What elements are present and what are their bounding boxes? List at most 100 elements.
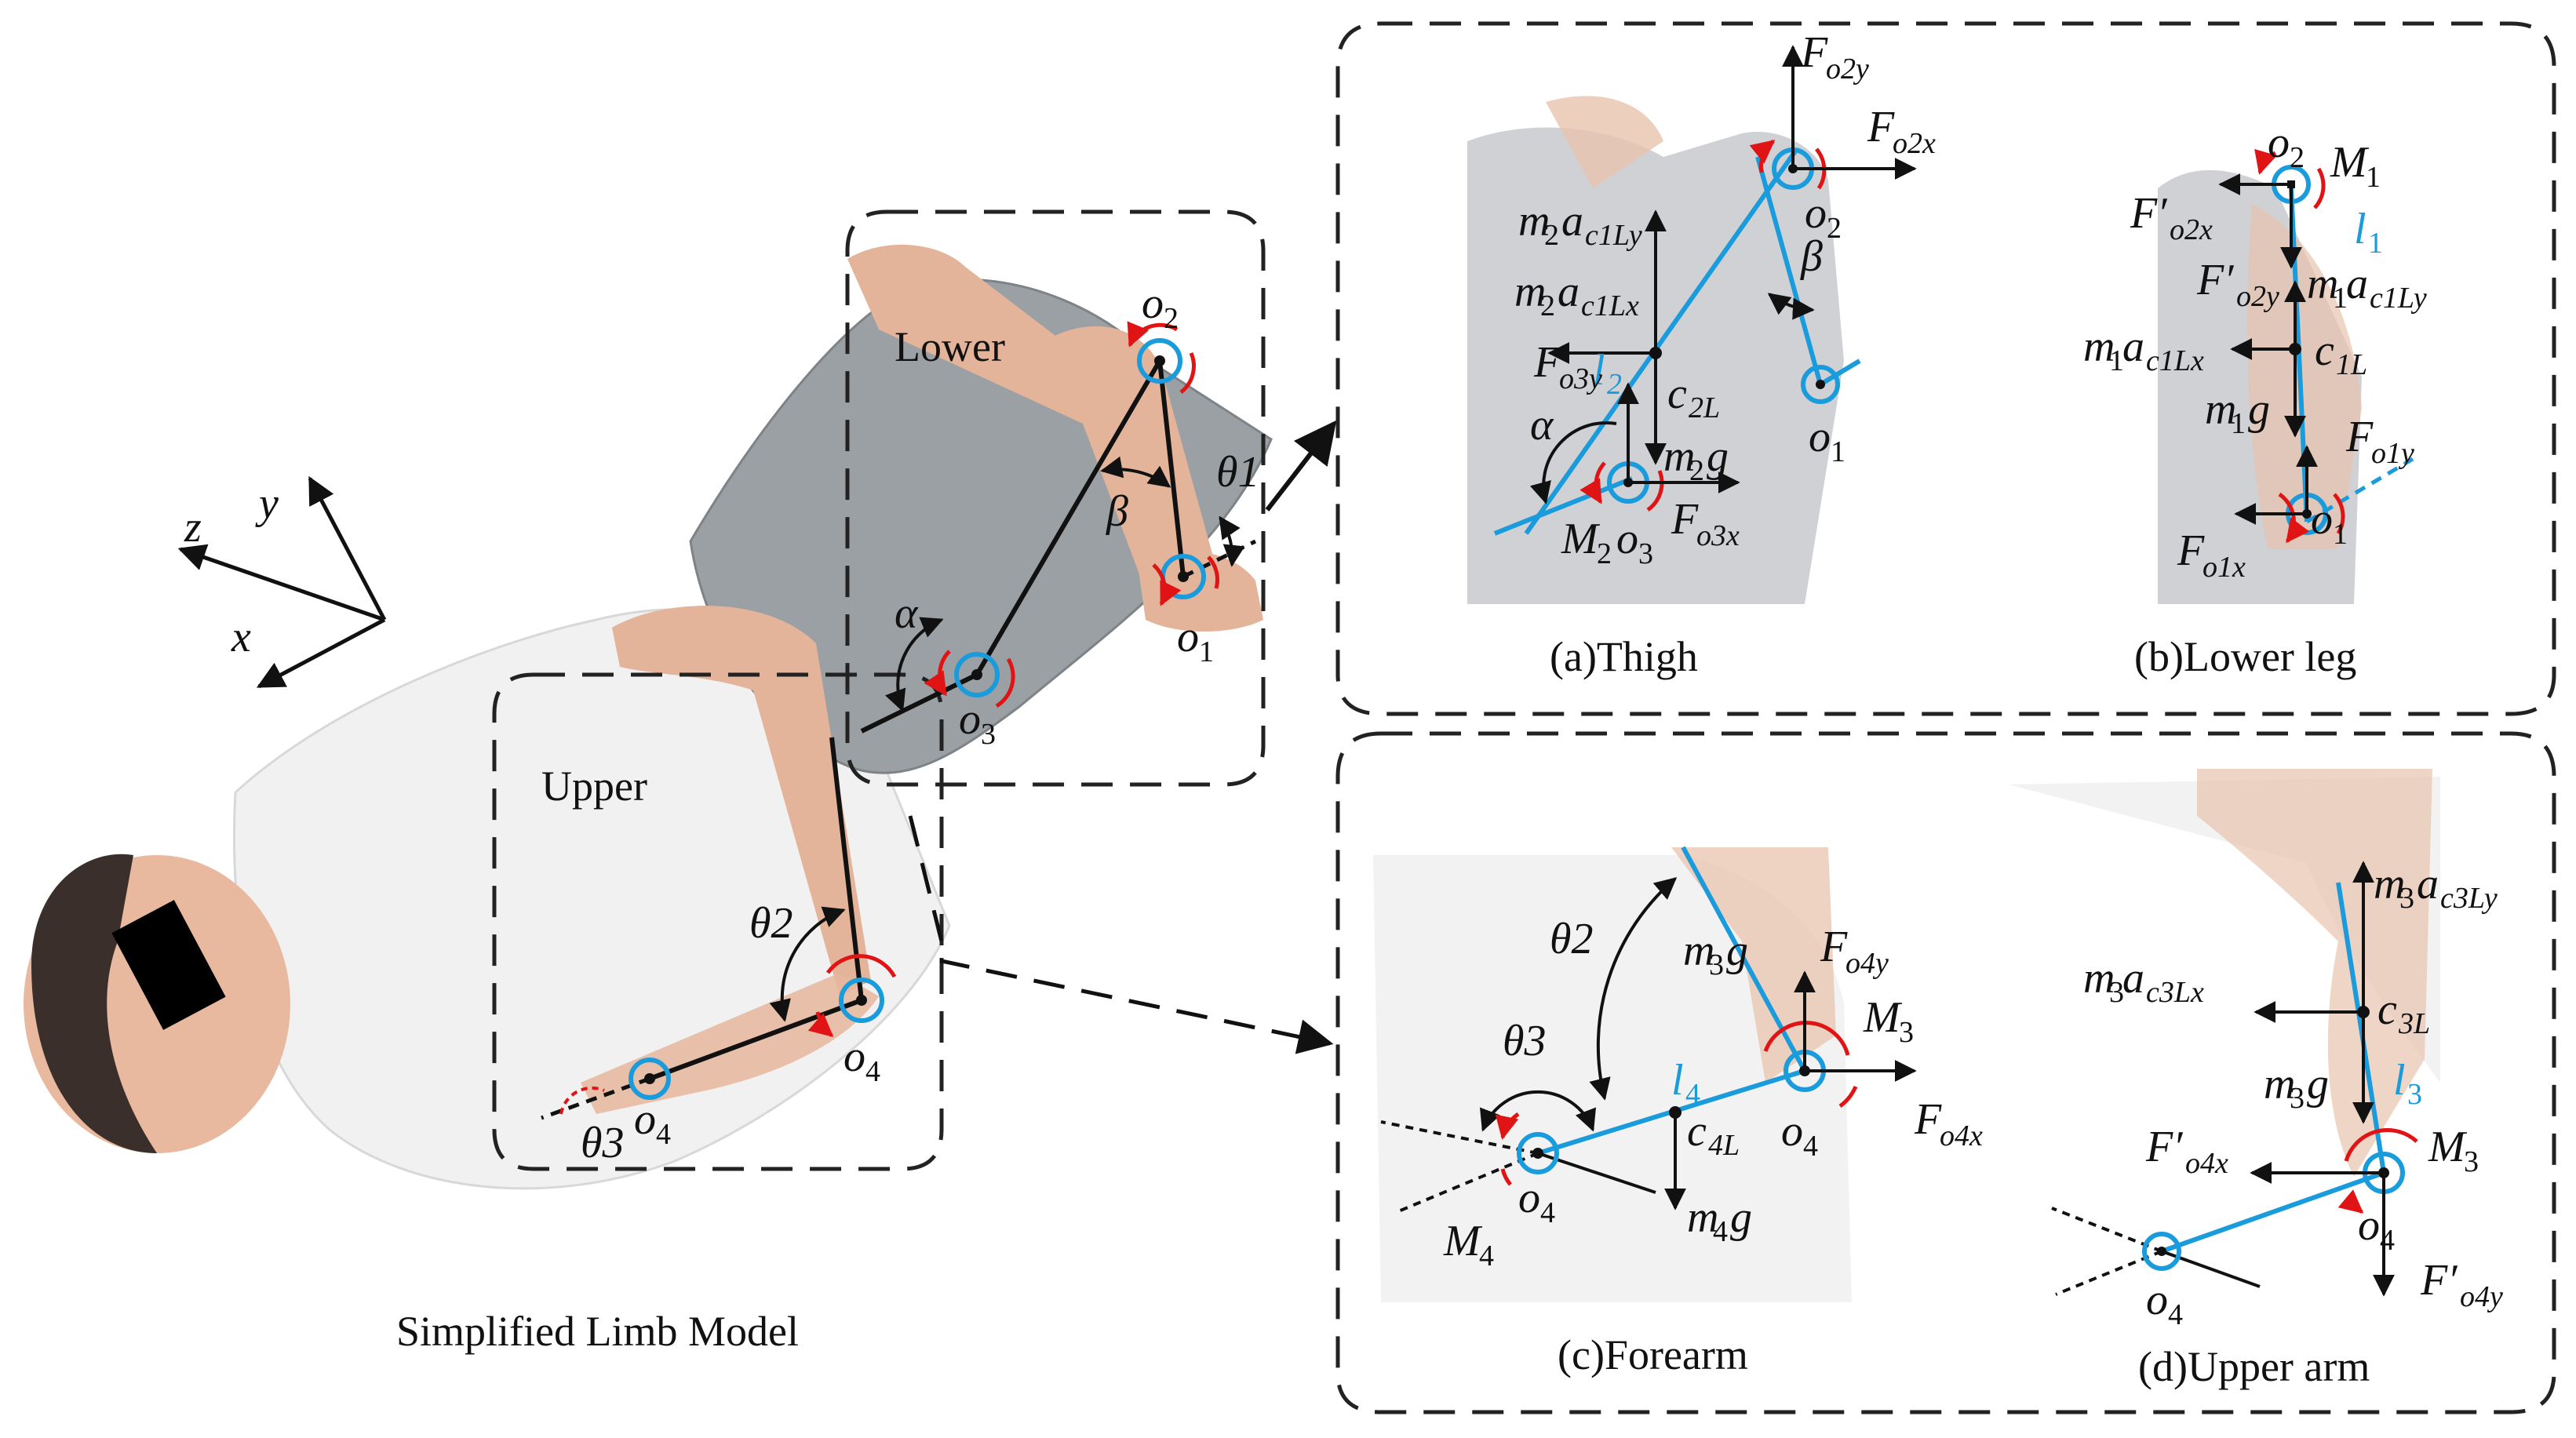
svg-text:o4y: o4y: [2460, 1280, 2503, 1313]
svg-text:m: m: [1518, 197, 1550, 246]
svg-text:2L: 2L: [1689, 391, 1720, 424]
svg-text:4: 4: [865, 1055, 880, 1088]
svg-text:m: m: [1514, 268, 1546, 316]
svg-text:m: m: [1687, 1193, 1718, 1242]
svg-text:o4y: o4y: [1845, 947, 1889, 980]
svg-text:m: m: [2083, 954, 2115, 1003]
svg-text:4: 4: [2168, 1298, 2183, 1331]
svg-text:4: 4: [1685, 1078, 1700, 1111]
svg-text:c: c: [1667, 370, 1687, 418]
svg-text:4: 4: [1540, 1196, 1555, 1229]
joint-o1-label: o: [1177, 613, 1199, 661]
svg-text:g: g: [2248, 385, 2270, 434]
leg-shape: [847, 244, 1099, 424]
thigh-caption: (a)Thigh: [1550, 633, 1698, 680]
svg-text:1: 1: [2231, 407, 2246, 440]
svg-text:o: o: [1616, 515, 1638, 563]
svg-text:m: m: [1663, 432, 1695, 481]
svg-text:o3x: o3x: [1696, 519, 1740, 552]
svg-text:3: 3: [2407, 1078, 2422, 1111]
svg-text:m: m: [2083, 322, 2115, 371]
joint-o2-label: o: [1142, 279, 1164, 328]
svg-text:4: 4: [656, 1118, 671, 1151]
svg-text:3: 3: [1709, 948, 1724, 981]
svg-text:F: F: [1533, 338, 1561, 387]
svg-text:g: g: [1707, 432, 1729, 481]
svg-text:4L: 4L: [1708, 1129, 1740, 1162]
main-angles: α β θ1 θ2 θ3: [581, 448, 1260, 1167]
svg-text:F′: F′: [2145, 1123, 2183, 1171]
svg-text:3L: 3L: [2398, 1007, 2430, 1040]
eye-bar: [111, 900, 226, 1030]
svg-text:2: 2: [1540, 289, 1555, 322]
svg-text:F′: F′: [2420, 1256, 2458, 1305]
svg-text:c: c: [2315, 326, 2334, 375]
svg-text:2: 2: [1544, 219, 1559, 252]
svg-text:1L: 1L: [2336, 348, 2367, 381]
svg-text:1: 1: [2109, 344, 2124, 377]
svg-text:o: o: [2146, 1276, 2168, 1324]
svg-text:c1Ly: c1Ly: [2370, 282, 2427, 315]
lower-region-frame: [845, 209, 1266, 787]
svg-text:2: 2: [1827, 212, 1842, 245]
forearm-caption: (c)Forearm: [1558, 1331, 1748, 1378]
svg-text:F′: F′: [2196, 256, 2234, 304]
svg-text:c3Ly: c3Ly: [2440, 882, 2498, 915]
lower-leg-panel: o 2 M 1 l 1 F′ o2x F′ o2y m 1 a c1Ly m 1…: [2083, 118, 2427, 680]
joint-o2: o 2: [1127, 279, 1196, 394]
lower-leg-caption: (b)Lower leg: [2134, 633, 2356, 680]
svg-text:3: 3: [981, 718, 996, 751]
svg-text:o2y: o2y: [1826, 53, 1869, 86]
svg-text:F′: F′: [2130, 189, 2167, 238]
joint-o1: o 1: [1152, 554, 1219, 668]
svg-text:F: F: [2345, 413, 2374, 461]
svg-text:o4x: o4x: [2185, 1147, 2228, 1180]
svg-text:o: o: [1805, 189, 1827, 238]
svg-text:M: M: [2428, 1123, 2468, 1171]
svg-text:1: 1: [2368, 227, 2383, 260]
svg-text:l: l: [1671, 1056, 1684, 1105]
joint-o4-label: o: [843, 1032, 865, 1081]
svg-text:o: o: [1518, 1174, 1540, 1222]
svg-text:o: o: [1809, 413, 1831, 461]
svg-text:o: o: [2311, 495, 2333, 544]
svg-text:F: F: [1671, 495, 1699, 544]
svg-text:m: m: [2374, 860, 2405, 908]
svg-text:g: g: [1726, 927, 1748, 975]
svg-text:o3y: o3y: [1559, 362, 1602, 395]
svg-text:F: F: [1867, 103, 1895, 151]
upper-arm-panel: m 3 a c3Ly m 3 a c3Lx c 3L m 3 g l 3 F′ …: [2009, 769, 2503, 1390]
svg-text:2: 2: [1597, 537, 1612, 570]
svg-text:4: 4: [2380, 1224, 2395, 1257]
svg-text:a: a: [2346, 260, 2368, 308]
svg-text:o4x: o4x: [1940, 1119, 1983, 1152]
svg-text:F: F: [1914, 1095, 1942, 1144]
svg-text:2: 2: [1164, 302, 1179, 335]
svg-text:o2x: o2x: [1893, 127, 1936, 160]
svg-text:F: F: [2177, 526, 2205, 575]
svg-text:α: α: [1530, 401, 1554, 450]
arm-shape: [612, 606, 871, 996]
connector-arrow-bottom: [908, 815, 1334, 1054]
svg-text:c: c: [1687, 1107, 1707, 1156]
svg-text:3: 3: [2464, 1145, 2479, 1178]
svg-text:l: l: [2393, 1056, 2406, 1105]
coordinate-axes: y z x: [177, 475, 387, 689]
hair-shape: [31, 854, 157, 1153]
lower-region-label: Lower: [894, 323, 1005, 370]
svg-text:1: 1: [2333, 282, 2348, 315]
svg-text:M: M: [1863, 993, 1903, 1042]
upper-region-label: Upper: [541, 763, 647, 810]
axis-x-label: x: [231, 613, 251, 661]
joint-o5-label: o: [634, 1095, 656, 1144]
svg-text:4: 4: [1713, 1215, 1728, 1248]
svg-text:2: 2: [2290, 141, 2305, 174]
joint-o5: o 4: [559, 1058, 671, 1151]
svg-text:a: a: [2122, 322, 2144, 371]
svg-text:a: a: [1561, 197, 1583, 246]
svg-text:o: o: [2268, 118, 2290, 167]
svg-text:o1y: o1y: [2371, 437, 2414, 470]
svg-text:M: M: [2330, 138, 2370, 187]
